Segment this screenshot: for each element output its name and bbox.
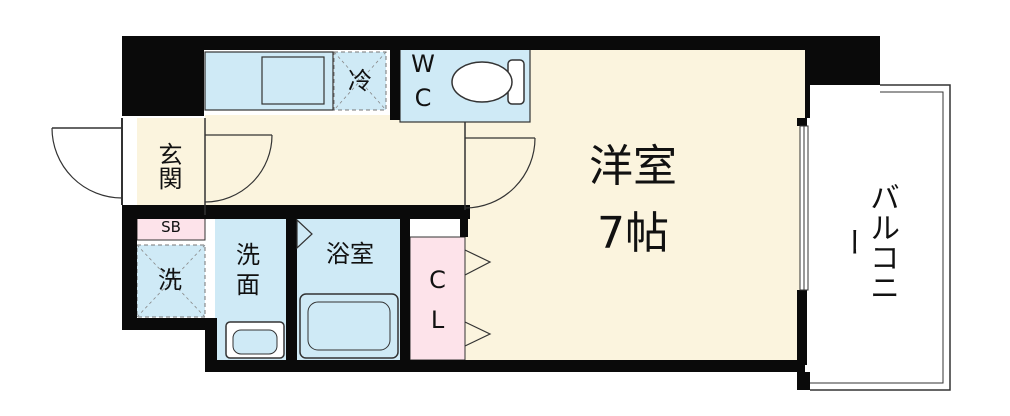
bathtub-inner	[307, 301, 391, 351]
room-door-swing	[464, 137, 536, 209]
closet-door-bottom	[464, 321, 492, 347]
entrance-floor	[137, 118, 205, 215]
washer-cross-b	[136, 244, 206, 318]
entrance-label: 玄関	[154, 142, 182, 190]
washer-label: 洗	[158, 266, 182, 294]
toilet-bowl	[451, 61, 513, 103]
balcony-label: バルコニー	[834, 182, 899, 302]
western-room-size: 7帖	[597, 208, 669, 259]
fridge-cross-b	[333, 51, 387, 111]
corridor-door-swing	[204, 134, 273, 203]
balcony-railing	[810, 84, 951, 391]
balcony-railing-inner	[810, 91, 944, 384]
washbasin-bowl	[232, 329, 278, 355]
washroom-label: 洗 面	[236, 241, 260, 299]
bath-label: 浴室	[326, 240, 374, 268]
fridge-label: 冷	[348, 67, 372, 95]
closet-label-l: L	[430, 306, 445, 334]
closet-label-c: C	[429, 266, 446, 294]
kitchen-sink	[261, 56, 325, 105]
kitchen-corridor-floor	[205, 115, 470, 210]
wc-label-c: C	[414, 84, 432, 112]
bath-door-mark	[296, 218, 313, 250]
entrance-door-swing	[51, 127, 123, 199]
closet-floor	[409, 236, 466, 361]
closet-door-top	[464, 249, 492, 276]
balcony-floor	[810, 85, 950, 390]
western-room-name: 洋室	[589, 141, 677, 192]
shoe-box-label: SB	[161, 218, 181, 236]
wc-label-w: W	[411, 50, 435, 78]
